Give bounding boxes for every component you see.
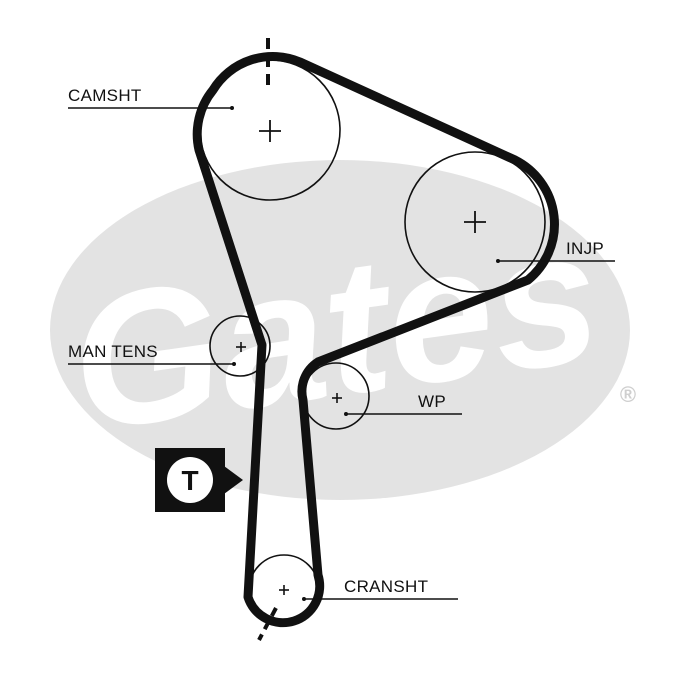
camshaft-center-icon (259, 120, 281, 142)
injection-pump-pulley (404, 151, 546, 293)
watermark-ellipse (50, 160, 630, 500)
water-pump-label: WP (418, 392, 446, 411)
injection-pump-leader (496, 259, 615, 263)
manual-tensioner-center-icon (236, 342, 246, 352)
tension-marker-circle (167, 457, 213, 503)
manual-tensioner-label: MAN TENS (68, 342, 158, 361)
tension-marker-arrow (224, 466, 243, 494)
manual-tensioner-leader (68, 362, 236, 366)
camshaft-label: CAMSHT (68, 86, 142, 105)
gates-watermark: Gates ® (50, 160, 636, 500)
crankshaft-label: CRANSHT (344, 577, 428, 596)
water-pump-leader (344, 412, 462, 416)
watermark-registered: ® (620, 382, 636, 407)
camshaft-leader (68, 106, 234, 110)
water-pump-center-icon (332, 393, 342, 403)
tension-marker-letter: T (181, 465, 198, 496)
injection-pump-center-icon (464, 211, 486, 233)
crankshaft-leader (302, 597, 458, 601)
crankshaft-timing-mark (257, 607, 278, 641)
tension-marker: T (155, 448, 243, 512)
crankshaft-center-icon (279, 585, 289, 595)
injection-pump-label: INJP (566, 239, 604, 258)
timing-belt (192, 51, 559, 628)
manual-tensioner-pulley (209, 315, 271, 377)
